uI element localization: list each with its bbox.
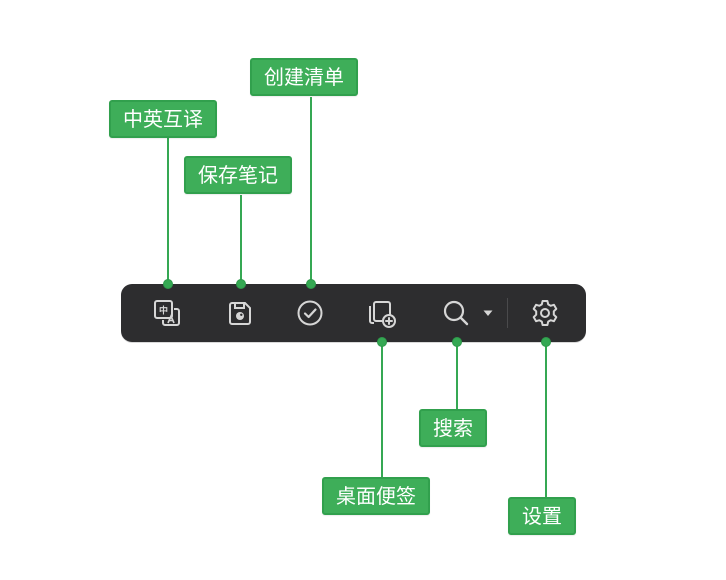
create-checklist-button[interactable] bbox=[290, 294, 330, 332]
label-translate: 中英互译 bbox=[109, 100, 217, 138]
floating-toolbar: 中 bbox=[121, 284, 586, 342]
save-note-button[interactable] bbox=[220, 294, 260, 332]
label-save-note: 保存笔记 bbox=[184, 156, 292, 194]
connector-dot-desktop-sticky bbox=[377, 337, 387, 347]
search-button[interactable] bbox=[436, 294, 476, 332]
connector-create-checklist bbox=[310, 97, 312, 284]
connector-dot-translate bbox=[163, 279, 173, 289]
search-dropdown-button[interactable] bbox=[476, 294, 500, 332]
desktop-sticky-button[interactable] bbox=[361, 294, 401, 332]
connector-search bbox=[456, 342, 458, 410]
connector-settings bbox=[545, 342, 547, 497]
connector-dot-search bbox=[452, 337, 462, 347]
settings-button[interactable] bbox=[525, 294, 565, 332]
search-icon bbox=[443, 300, 469, 326]
label-create-checklist: 创建清单 bbox=[250, 58, 358, 96]
toolbar-divider bbox=[507, 298, 508, 328]
connector-translate bbox=[167, 138, 169, 284]
label-settings: 设置 bbox=[508, 497, 576, 535]
check-circle-icon bbox=[297, 300, 323, 326]
label-desktop-sticky: 桌面便签 bbox=[322, 477, 430, 515]
translate-button[interactable]: 中 bbox=[147, 294, 187, 332]
connector-dot-create-checklist bbox=[306, 279, 316, 289]
save-note-icon bbox=[229, 302, 251, 325]
label-search: 搜索 bbox=[419, 409, 487, 447]
connector-save-note bbox=[240, 195, 242, 284]
sticky-note-add-icon bbox=[369, 301, 396, 328]
connector-dot-settings bbox=[541, 337, 551, 347]
gear-icon bbox=[532, 300, 558, 326]
svg-text:中: 中 bbox=[159, 305, 168, 317]
connector-desktop-sticky bbox=[381, 342, 383, 478]
translate-icon: 中 bbox=[154, 300, 180, 326]
caret-down-icon bbox=[483, 310, 493, 316]
connector-dot-save-note bbox=[236, 279, 246, 289]
